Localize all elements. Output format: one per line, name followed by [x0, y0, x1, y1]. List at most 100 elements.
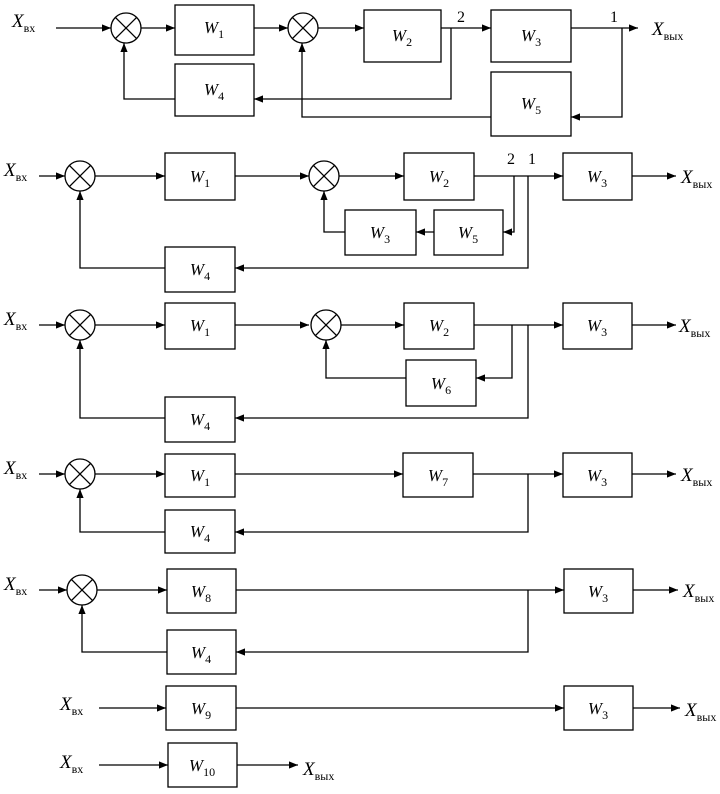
block-subscript: 1	[218, 27, 224, 41]
block-subscript: 3	[601, 325, 607, 339]
block-subscript: 4	[205, 652, 211, 666]
signal-sub: вх	[16, 170, 28, 184]
block-name: W	[190, 522, 206, 541]
diagram-row-1: W1 W2 W3 W4 W5 2 1 Xвх Xвых	[11, 4, 683, 137]
block-subscript: 7	[442, 475, 448, 489]
signal-sub: вых	[697, 710, 717, 724]
svg-text:W3: W3	[587, 316, 607, 339]
svg-text:W1: W1	[190, 167, 210, 190]
block-w2: W2	[403, 152, 475, 201]
summing-junction	[310, 309, 342, 341]
block-subscript: 6	[445, 383, 451, 397]
signal-sub: вх	[72, 762, 84, 776]
point-label-1: 1	[610, 9, 618, 26]
block-w3: W3	[490, 9, 572, 63]
diagram-row-7: W10 Xвх Xвых	[59, 742, 334, 788]
diagram-row-2: W1 W2 W3 W5 W3 W4 2 1 Xвх Xвых	[3, 151, 712, 293]
svg-text:W3: W3	[370, 223, 390, 246]
block-w4: W4	[164, 396, 236, 443]
block-w4: W4	[164, 509, 236, 554]
summing-junction	[64, 309, 96, 341]
output-label: Xвых	[678, 316, 710, 340]
block-w1: W1	[164, 302, 236, 350]
signal-sub: вых	[695, 591, 715, 605]
svg-text:W2: W2	[429, 316, 449, 339]
block-w4: W4	[174, 63, 255, 117]
signal-var: X	[59, 752, 73, 773]
svg-text:W4: W4	[204, 80, 224, 103]
block-w5: W5	[490, 71, 572, 137]
block-subscript: 5	[472, 232, 478, 246]
block-name: W	[204, 80, 220, 99]
input-label: Xвх	[3, 309, 27, 333]
svg-text:W7: W7	[428, 466, 448, 489]
signal-sub: вых	[691, 326, 711, 340]
block-w7: W7	[402, 452, 474, 498]
block-subscript: 4	[204, 531, 210, 545]
block-w4: W4	[166, 629, 237, 675]
diagram-row-3: W1 W2 W3 W6 W4 Xвх Xвых	[3, 302, 710, 443]
diagram-row-6: W9 W3 Xвх Xвых	[59, 685, 717, 731]
signal-var: X	[11, 11, 25, 32]
svg-text:W1: W1	[204, 18, 224, 41]
output-label: Xвых	[302, 759, 334, 783]
block-subscript: 3	[602, 591, 608, 605]
block-subscript: 3	[601, 176, 607, 190]
block-name: W	[428, 466, 444, 485]
signal-var: X	[651, 19, 665, 40]
signal-var: X	[3, 309, 17, 330]
input-label: Xвх	[3, 574, 27, 598]
svg-text:W5: W5	[521, 94, 541, 117]
svg-text:W8: W8	[191, 582, 211, 605]
signal-var: X	[3, 574, 17, 595]
output-label: Xвых	[651, 19, 683, 43]
block-name: W	[588, 582, 604, 601]
diagram-row-4: W1 W7 W3 W4 Xвх Xвых	[3, 452, 712, 554]
signal-sub: вых	[315, 769, 335, 783]
block-w1: W1	[164, 453, 236, 498]
block-name: W	[431, 374, 447, 393]
block-subscript: 5	[535, 103, 541, 117]
svg-text:W1: W1	[190, 466, 210, 489]
signal-var: X	[302, 759, 316, 780]
point-label-2: 2	[507, 151, 515, 168]
svg-text:W10: W10	[189, 756, 215, 779]
block-subscript: 9	[205, 708, 211, 722]
block-name: W	[191, 643, 207, 662]
block-w10: W10	[167, 742, 238, 788]
block-w3: W3	[563, 685, 634, 731]
block-w3: W3	[562, 302, 633, 350]
block-subscript: 1	[204, 475, 210, 489]
block-subscript: 3	[535, 35, 541, 49]
block-name: W	[190, 316, 206, 335]
signal-sub: вых	[664, 29, 684, 43]
block-w3: W3	[562, 452, 633, 498]
signal-sub: вх	[16, 319, 28, 333]
signal-var: X	[59, 694, 73, 715]
signal-sub: вх	[16, 584, 28, 598]
block-name: W	[392, 26, 408, 45]
output-label: Xвых	[680, 465, 712, 489]
input-label: Xвх	[11, 11, 35, 35]
svg-text:W3: W3	[588, 699, 608, 722]
svg-text:W4: W4	[190, 522, 210, 545]
signal-sub: вх	[72, 704, 84, 718]
block-w9: W9	[165, 685, 237, 731]
block-name: W	[429, 167, 445, 186]
block-name: W	[429, 316, 445, 335]
block-name: W	[191, 582, 207, 601]
output-label: Xвых	[680, 167, 712, 191]
block-name: W	[458, 223, 474, 242]
input-label: Xвх	[59, 694, 83, 718]
block-name: W	[521, 26, 537, 45]
signal-var: X	[680, 465, 694, 486]
block-subscript: 1	[204, 325, 210, 339]
svg-text:W3: W3	[521, 26, 541, 49]
block-subscript: 8	[205, 591, 211, 605]
svg-text:W4: W4	[191, 643, 211, 666]
block-subscript: 1	[204, 176, 210, 190]
svg-text:W3: W3	[587, 466, 607, 489]
block-name: W	[587, 466, 603, 485]
block-w1: W1	[174, 4, 255, 56]
